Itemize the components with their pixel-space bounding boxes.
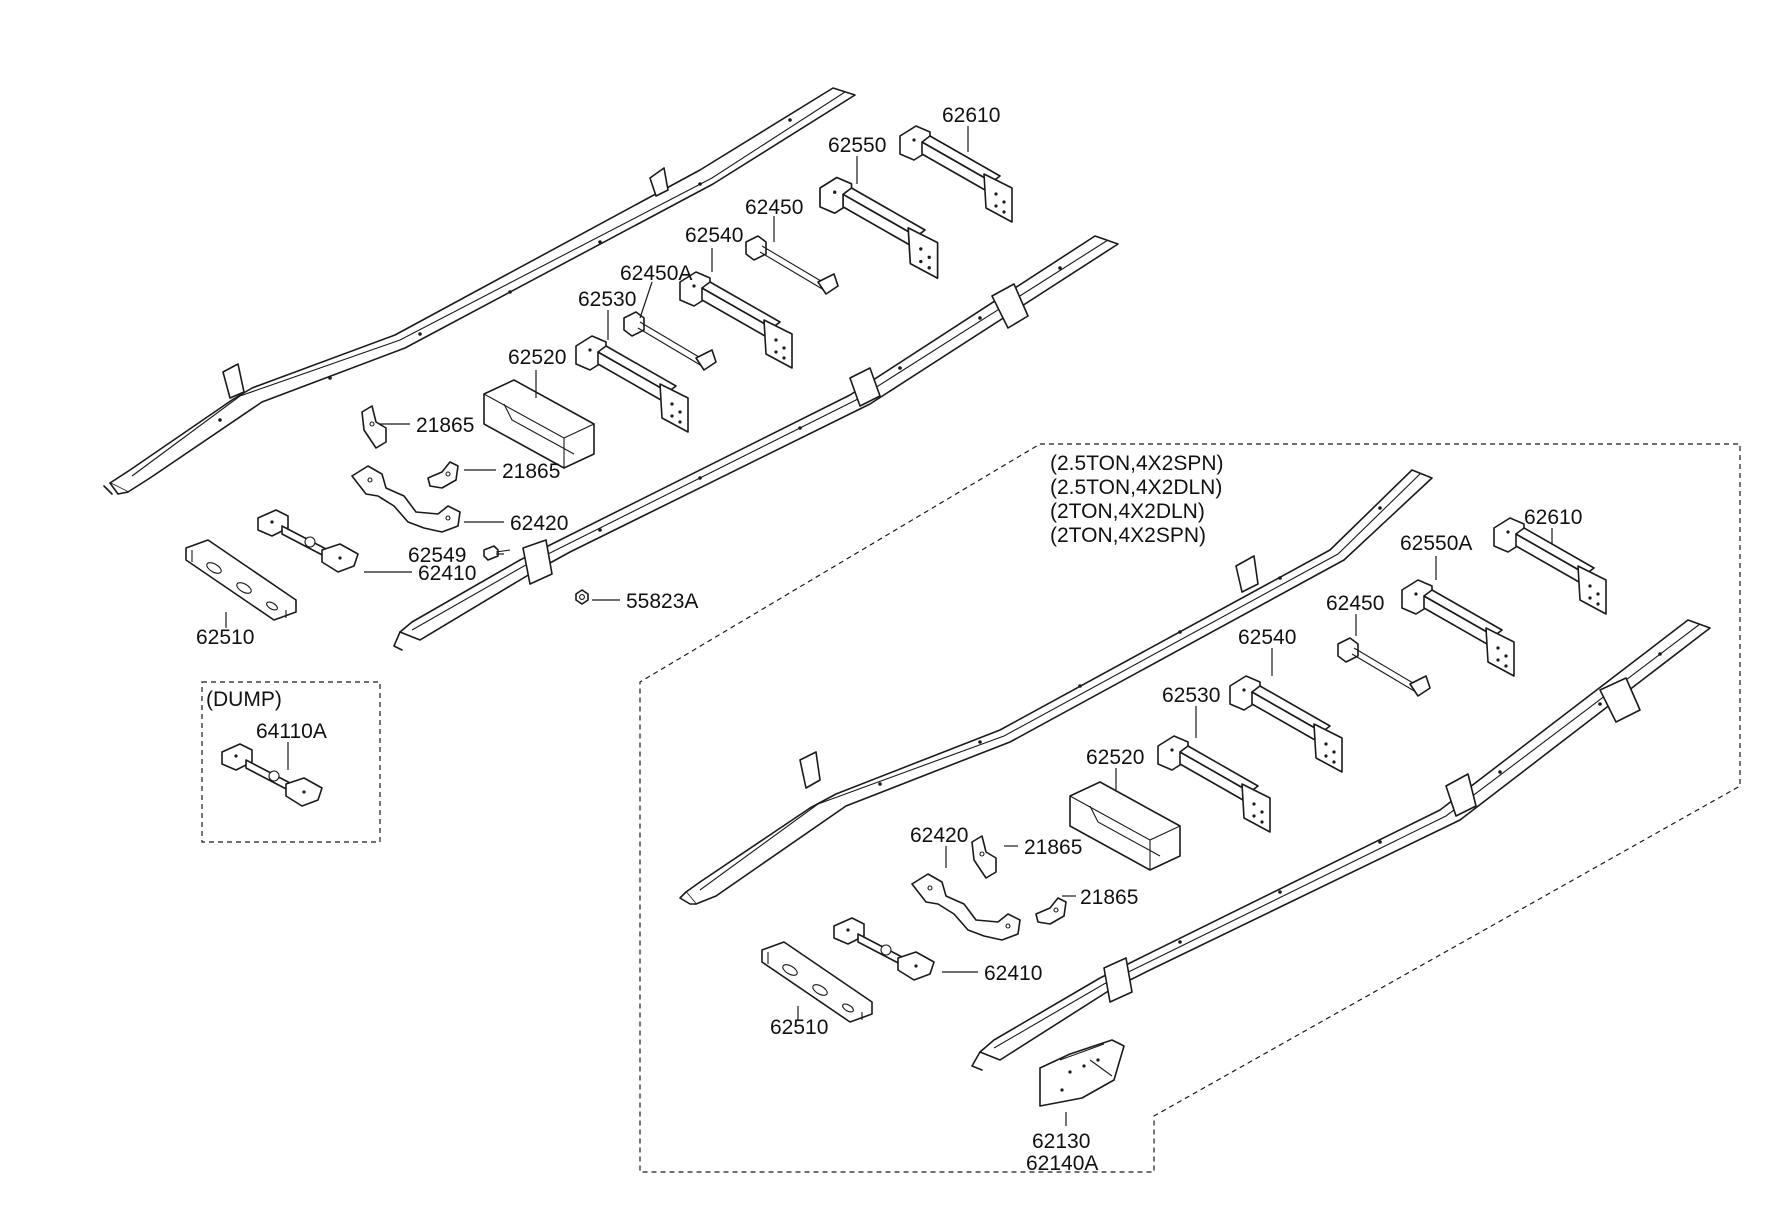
crossmember-62610	[899, 125, 1013, 223]
crossmember-62540-lower	[1229, 675, 1343, 773]
label-62530: 62530	[578, 288, 636, 311]
tube-62450-lower	[1337, 637, 1431, 697]
arm-62420-lower	[911, 873, 1021, 941]
label-62549: 62549	[408, 544, 466, 567]
label-62530-lower: 62530	[1162, 684, 1220, 707]
channel-62520-lower	[1069, 781, 1181, 871]
front-crossmember-62510-lower	[761, 941, 873, 1023]
label-62520-lower: 62520	[1086, 746, 1144, 769]
variant-1: (2.5TON,4X2SPN)	[1050, 452, 1224, 475]
label-64110A: 64110A	[256, 720, 327, 743]
label-62420-lower: 62420	[910, 824, 968, 847]
label-62550A: 62550A	[1400, 532, 1472, 555]
variant-2: (2.5TON,4X2DLN)	[1050, 476, 1222, 499]
dump-box: (DUMP) 64110A	[201, 681, 381, 843]
lower-left-side-rail	[679, 469, 1433, 905]
crossmember-62550	[819, 176, 939, 280]
label-62610-lower: 62610	[1524, 506, 1582, 529]
label-62610: 62610	[942, 104, 1000, 127]
bracket-21865-b-lower	[1035, 897, 1067, 925]
label-62540: 62540	[685, 224, 743, 247]
crossmember-62610-lower	[1493, 517, 1607, 615]
label-62510-lower: 62510	[770, 1016, 828, 1039]
cab-support-62410	[257, 509, 359, 573]
label-62450-lower: 62450	[1326, 592, 1384, 615]
label-21865-b: 21865	[502, 460, 560, 483]
upper-right-side-rail	[393, 235, 1119, 651]
upper-left-side-rail	[103, 87, 856, 495]
lower-group: (2.5TON,4X2SPN) (2.5TON,4X2DLN) (2TON,4X…	[639, 443, 1741, 1175]
upper-group: 62610 62550 62450 62540 62450A 62530 625…	[103, 87, 1119, 651]
variant-4: (2TON,4X2SPN)	[1050, 524, 1206, 547]
label-62550: 62550	[828, 134, 886, 157]
label-62410-lower: 62410	[984, 962, 1042, 985]
bracket-21865-a-lower	[971, 835, 997, 879]
label-21865-a-lower: 21865	[1024, 836, 1082, 859]
bracket-62130	[1039, 1039, 1125, 1107]
crossmember-62530-lower	[1157, 735, 1271, 833]
label-62450A: 62450A	[620, 262, 692, 285]
label-62140A: 62140A	[1026, 1152, 1098, 1175]
cab-support-62410-lower	[833, 917, 935, 981]
tube-62450A	[623, 311, 717, 371]
bolt-62549	[483, 545, 511, 561]
label-55823A: 55823A	[626, 590, 698, 613]
label-62450: 62450	[745, 196, 803, 219]
variant-3: (2TON,4X2DLN)	[1050, 500, 1205, 523]
label-21865-b-lower: 21865	[1080, 886, 1138, 909]
cab-support-64110A	[221, 743, 323, 807]
bracket-21865-a	[361, 405, 387, 449]
nut-55823A	[575, 589, 589, 605]
bracket-21865-b	[427, 461, 459, 489]
dump-title: (DUMP)	[206, 688, 282, 711]
label-62410: 62410	[418, 562, 476, 585]
front-crossmember-62510	[185, 539, 297, 621]
crossmember-62550A	[1401, 579, 1515, 677]
label-21865-a: 21865	[416, 414, 474, 437]
crossmember-62540	[679, 271, 793, 369]
label-62420: 62420	[510, 512, 568, 535]
channel-62520	[483, 379, 595, 469]
tube-62450	[745, 235, 839, 295]
crossmember-62530	[575, 335, 689, 433]
label-62510: 62510	[196, 626, 254, 649]
label-62130: 62130	[1032, 1130, 1090, 1153]
lower-right-side-rail	[971, 619, 1711, 1071]
label-62540-lower: 62540	[1238, 626, 1296, 649]
label-62520: 62520	[508, 346, 566, 369]
